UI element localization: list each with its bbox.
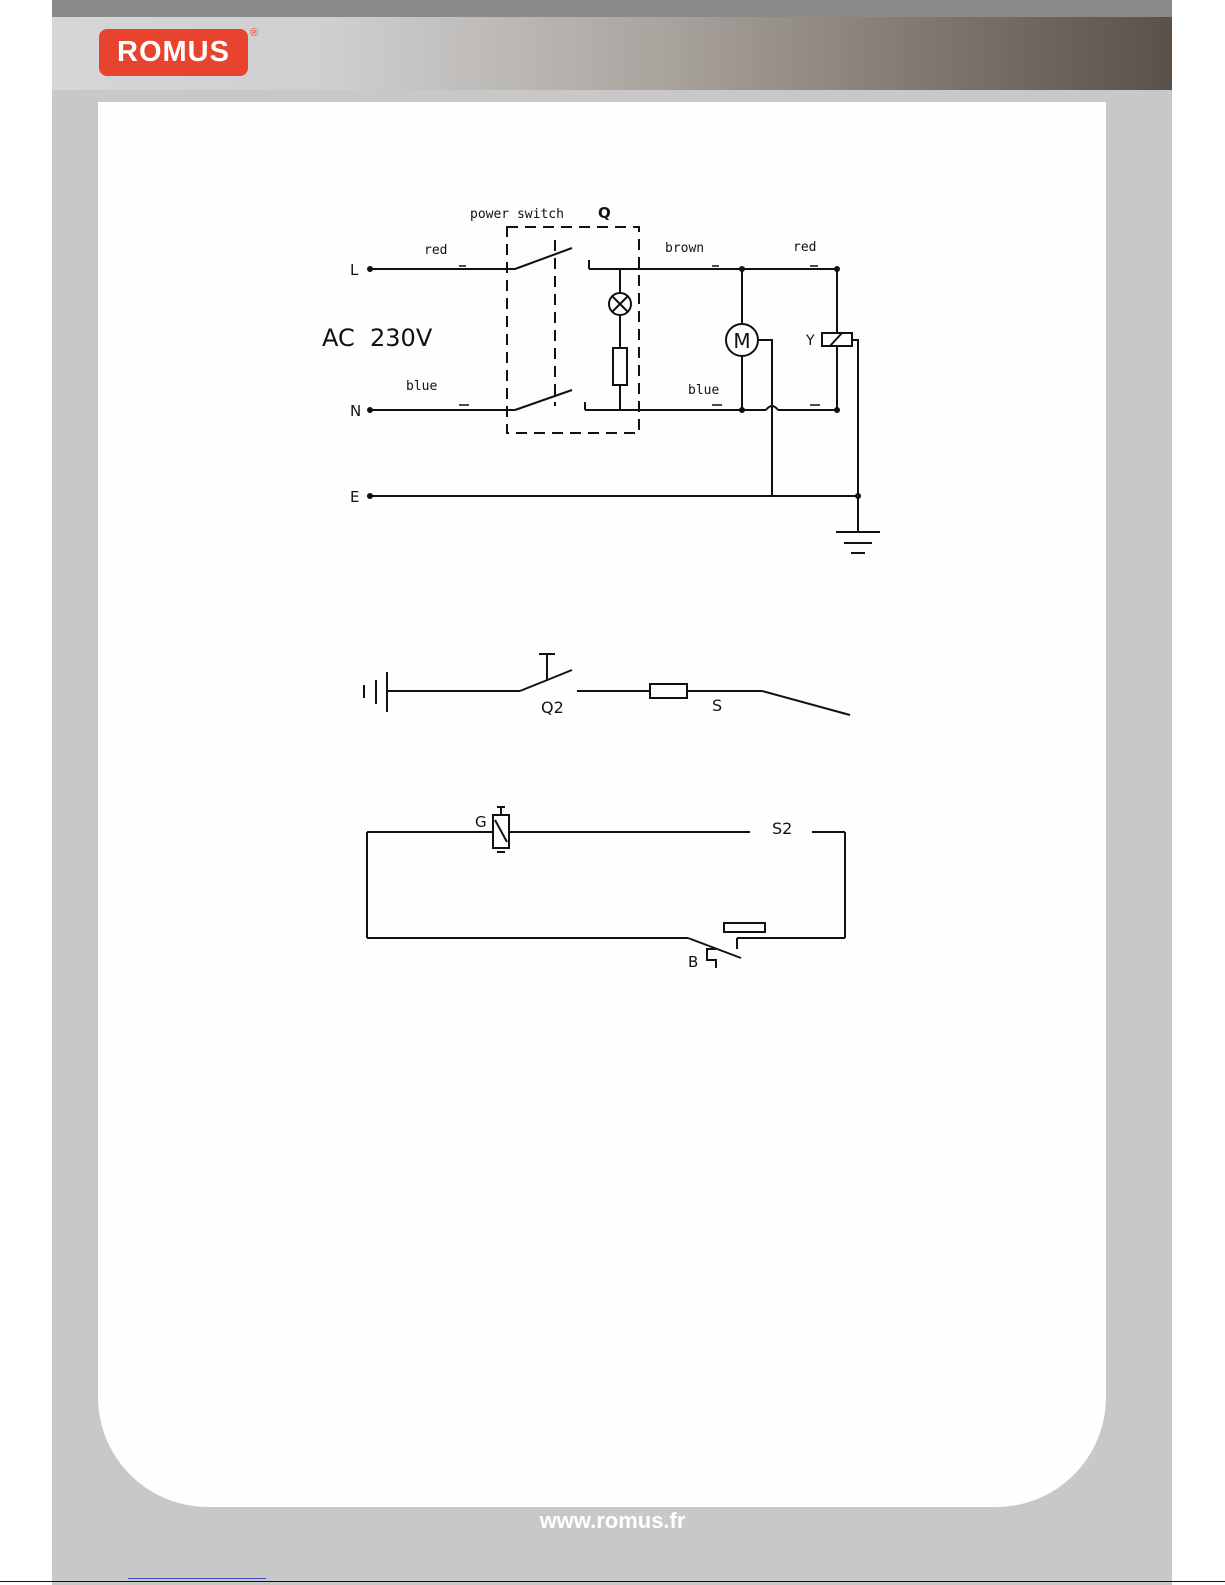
wire-N-in-label: blue (406, 379, 437, 394)
motor-icon: M (726, 324, 758, 356)
pushbutton-label-Q2: Q2 (541, 698, 564, 717)
switch-ref-Q: Q (598, 204, 611, 222)
lamp-icon (609, 293, 631, 315)
terminal-N: N (350, 402, 361, 420)
safety-valve-icon (493, 807, 509, 852)
ground-icon (836, 532, 880, 553)
terminal-L: L (350, 261, 359, 279)
spark-label-S: S (712, 696, 722, 715)
bottom-link-underline (128, 1578, 266, 1579)
footer-url[interactable]: www.romus.fr (0, 1508, 1225, 1534)
wire-L-in-label: red (424, 243, 447, 258)
wire-Y-label: red (793, 240, 816, 255)
switch-label-S2: S2 (772, 819, 792, 838)
thermocouple-label-B: B (688, 953, 698, 971)
supply-voltage-label: AC 230V (322, 324, 433, 352)
motor-earth-wire (757, 340, 772, 496)
igniter-circuit (364, 654, 850, 715)
wire-L-out-label: brown (665, 241, 704, 256)
valve-label-G: G (475, 813, 487, 831)
solenoid-valve-icon (822, 333, 852, 346)
switch-contact-N (515, 390, 572, 410)
thermocouple-push-icon (707, 949, 716, 968)
switch-contact-L (515, 248, 572, 269)
valve-label-Y: Y (805, 333, 815, 349)
resistor-icon (613, 348, 627, 385)
terminal-E: E (350, 488, 359, 506)
motor-symbol: M (733, 329, 750, 353)
power-switch-label: power switch (470, 207, 564, 222)
spark-electrode (762, 691, 850, 715)
safety-circuit (367, 832, 845, 968)
thermocouple-element-icon (724, 923, 765, 932)
igniter-resistor-icon (650, 684, 687, 698)
bottom-rule (0, 1581, 1225, 1582)
wire-N-out-label: blue (688, 383, 719, 398)
valve-earth-wire (852, 340, 858, 532)
